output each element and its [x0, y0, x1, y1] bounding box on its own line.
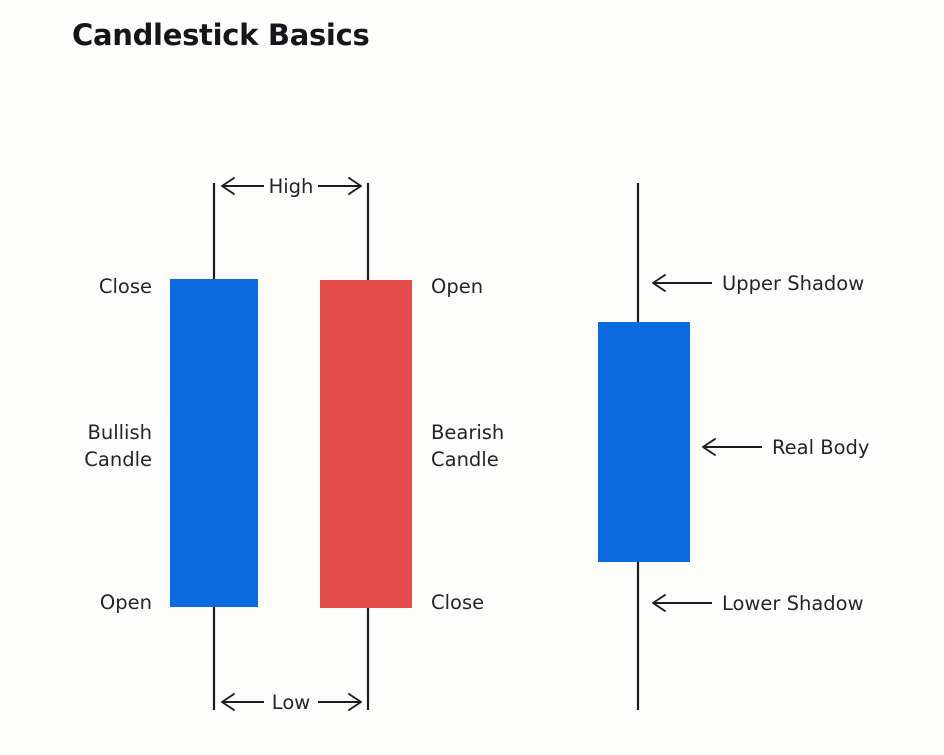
high-arrow-left-head: [221, 177, 235, 195]
label-bearish-open: Open: [431, 275, 484, 298]
label-high: High: [268, 175, 314, 198]
page-title: Candlestick Basics: [72, 18, 370, 52]
low-arrow-left-head: [221, 693, 235, 711]
label-bullish-close: Close: [98, 275, 152, 298]
bullish-candle: [170, 183, 258, 710]
high-arrow-group: [221, 177, 362, 195]
lower-shadow-arrow: [652, 594, 712, 612]
bearish-candle: [320, 183, 412, 710]
label-bearish-candle-line2: Candle: [431, 448, 499, 471]
anatomy-candle: [598, 183, 690, 710]
upper-shadow-arrow-head: [652, 274, 666, 292]
label-bullish-open: Open: [99, 591, 152, 614]
low-arrow-right-head: [348, 693, 362, 711]
label-upper-shadow: Upper Shadow: [722, 272, 865, 295]
label-low: Low: [271, 691, 311, 714]
label-bullish-candle-line1: Bullish: [87, 421, 152, 444]
real-body-arrow: [702, 438, 762, 456]
label-lower-shadow: Lower Shadow: [722, 592, 864, 615]
high-arrow-right-head: [348, 177, 362, 195]
bearish-candle-body: [320, 280, 412, 608]
bullish-candle-body: [170, 279, 258, 607]
label-bullish-candle-line2: Candle: [84, 448, 152, 471]
lower-shadow-arrow-head: [652, 594, 666, 612]
upper-shadow-arrow: [652, 274, 712, 292]
real-body-arrow-head: [702, 438, 716, 456]
label-bearish-close: Close: [431, 591, 485, 614]
label-real-body: Real Body: [772, 436, 870, 459]
anatomy-candle-body: [598, 322, 690, 562]
low-arrow-group: [221, 693, 362, 711]
label-bearish-candle-line1: Bearish: [431, 421, 505, 444]
